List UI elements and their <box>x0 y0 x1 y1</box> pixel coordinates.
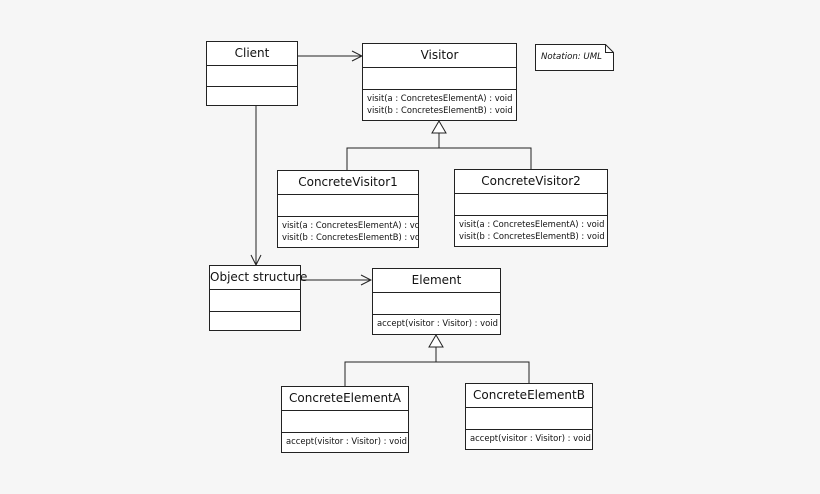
class-name: Element <box>373 269 500 293</box>
class-concrete-element-b[interactable]: ConcreteElementB accept(visitor : Visito… <box>465 383 593 450</box>
class-operations: visit(a : ConcretesElementA) : void visi… <box>363 90 516 120</box>
generalization-visitor <box>346 120 532 170</box>
operation: visit(b : ConcretesElementB) : void <box>459 230 605 241</box>
operation: visit(b : ConcretesElementB) : void <box>282 231 418 242</box>
class-attributes <box>363 68 516 90</box>
class-name: Object structure <box>210 266 307 290</box>
operation: visit(b : ConcretesElementB) : void <box>367 104 513 115</box>
operation: accept(visitor : Visitor) : void <box>470 433 591 443</box>
class-name: Client <box>207 42 297 66</box>
class-name: ConcreteVisitor1 <box>278 171 418 195</box>
operation: visit(a : ConcretesElementA) : void <box>367 93 513 103</box>
class-object-structure[interactable]: Object structure <box>209 265 307 331</box>
class-name: Visitor <box>363 44 516 68</box>
generalization-element <box>344 334 530 386</box>
class-concrete-visitor-2[interactable]: ConcreteVisitor2 visit(a : ConcretesElem… <box>454 169 608 247</box>
class-visitor[interactable]: Visitor visit(a : ConcretesElementA) : v… <box>362 43 517 121</box>
class-attributes <box>455 194 607 216</box>
class-element[interactable]: Element accept(visitor : Visitor) : void <box>372 268 501 335</box>
class-client[interactable]: Client <box>206 41 298 106</box>
class-attributes <box>278 195 418 217</box>
class-attributes <box>210 290 300 312</box>
operation: visit(a : ConcretesElementA) : void <box>282 220 418 230</box>
class-operations: visit(a : ConcretesElementA) : void visi… <box>455 216 607 246</box>
class-concrete-element-a[interactable]: ConcreteElementA accept(visitor : Visito… <box>281 386 409 453</box>
note-text: Notation: UML <box>541 52 602 62</box>
operation: accept(visitor : Visitor) : void <box>286 436 407 446</box>
class-name: ConcreteVisitor2 <box>455 170 607 194</box>
class-name: ConcreteElementB <box>466 384 592 408</box>
operation: accept(visitor : Visitor) : void <box>377 318 498 328</box>
class-operations <box>207 87 297 105</box>
class-operations: accept(visitor : Visitor) : void <box>466 430 592 449</box>
class-attributes <box>207 66 297 87</box>
class-operations: accept(visitor : Visitor) : void <box>373 315 500 334</box>
uml-note: Notation: UML <box>535 44 613 71</box>
class-attributes <box>282 411 408 433</box>
operation: visit(a : ConcretesElementA) : void <box>459 219 605 229</box>
class-operations <box>210 312 300 330</box>
uml-note-shape <box>535 44 614 71</box>
class-concrete-visitor-1[interactable]: ConcreteVisitor1 visit(a : ConcretesElem… <box>277 170 419 248</box>
class-operations: accept(visitor : Visitor) : void <box>282 433 408 452</box>
class-attributes <box>466 408 592 430</box>
class-name: ConcreteElementA <box>282 387 408 411</box>
class-operations: visit(a : ConcretesElementA) : void visi… <box>278 217 418 247</box>
class-attributes <box>373 293 500 315</box>
